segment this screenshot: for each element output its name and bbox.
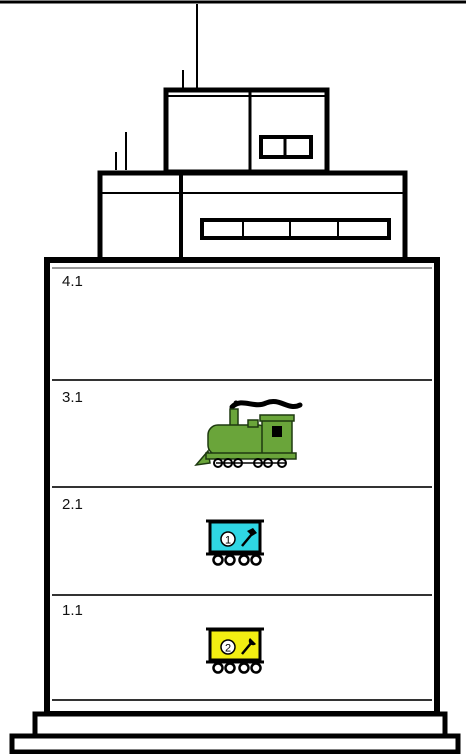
floor-3-1[interactable]	[52, 381, 432, 487]
wagon-number: 1	[225, 535, 231, 547]
floor-label: 4.1	[62, 273, 83, 290]
wagon-number: 2	[225, 643, 231, 655]
wagon-number-badge	[220, 639, 236, 655]
roof-tower-top	[163, 87, 330, 175]
building-base	[9, 711, 461, 754]
floor-1-1[interactable]	[52, 596, 432, 700]
floor-2-1[interactable]	[52, 488, 432, 595]
hammer-icon	[241, 528, 257, 547]
floor-label: 3.1	[62, 389, 83, 406]
roof-block-middle	[97, 170, 408, 263]
floor-4-1[interactable]	[52, 270, 432, 380]
wrench-icon	[241, 638, 256, 655]
wagon-1[interactable]: 1	[206, 519, 264, 566]
roof-window	[200, 218, 391, 240]
floor-label: 2.1	[62, 496, 83, 513]
steam-locomotive[interactable]	[194, 399, 303, 468]
wagon-number-badge	[220, 531, 236, 547]
wagon-2[interactable]: 2	[206, 627, 264, 674]
floor-label: 1.1	[62, 602, 83, 619]
